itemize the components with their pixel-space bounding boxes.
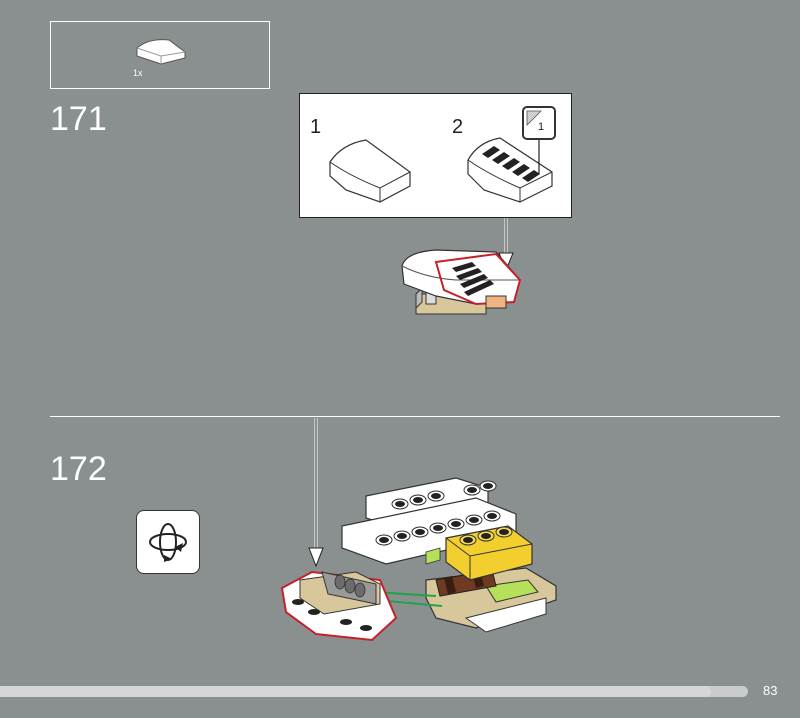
rotate-arrows-icon <box>149 523 187 562</box>
instructions-progress-bar <box>0 686 748 697</box>
parts-list-box: 1x <box>50 21 270 89</box>
sub-step-number-2: 2 <box>452 116 464 138</box>
sticker-sheet-badge: 1 <box>522 106 556 140</box>
sticker-badge-number: 1 <box>538 121 545 133</box>
curved-slope-piece-icon <box>329 139 411 203</box>
model-assembly-172 <box>280 477 557 642</box>
step-number-172: 172 <box>50 450 107 488</box>
step-number-171: 171 <box>50 100 107 138</box>
striped-sticker-slope-icon <box>467 137 553 203</box>
sticker-pointer-line <box>538 140 540 174</box>
sticker-corner-icon <box>526 110 542 126</box>
curved-slope-piece-icon <box>136 39 186 65</box>
sub-step-number-1: 1 <box>310 116 322 138</box>
model-assembly-171 <box>401 249 522 315</box>
page-number: 83 <box>763 683 778 698</box>
part-quantity: 1x <box>133 68 143 78</box>
step-divider <box>50 416 780 417</box>
sub-assembly-callout: 1 2 1 <box>299 93 572 218</box>
progress-bar-fill <box>0 686 711 697</box>
rotate-model-icon <box>136 510 200 574</box>
